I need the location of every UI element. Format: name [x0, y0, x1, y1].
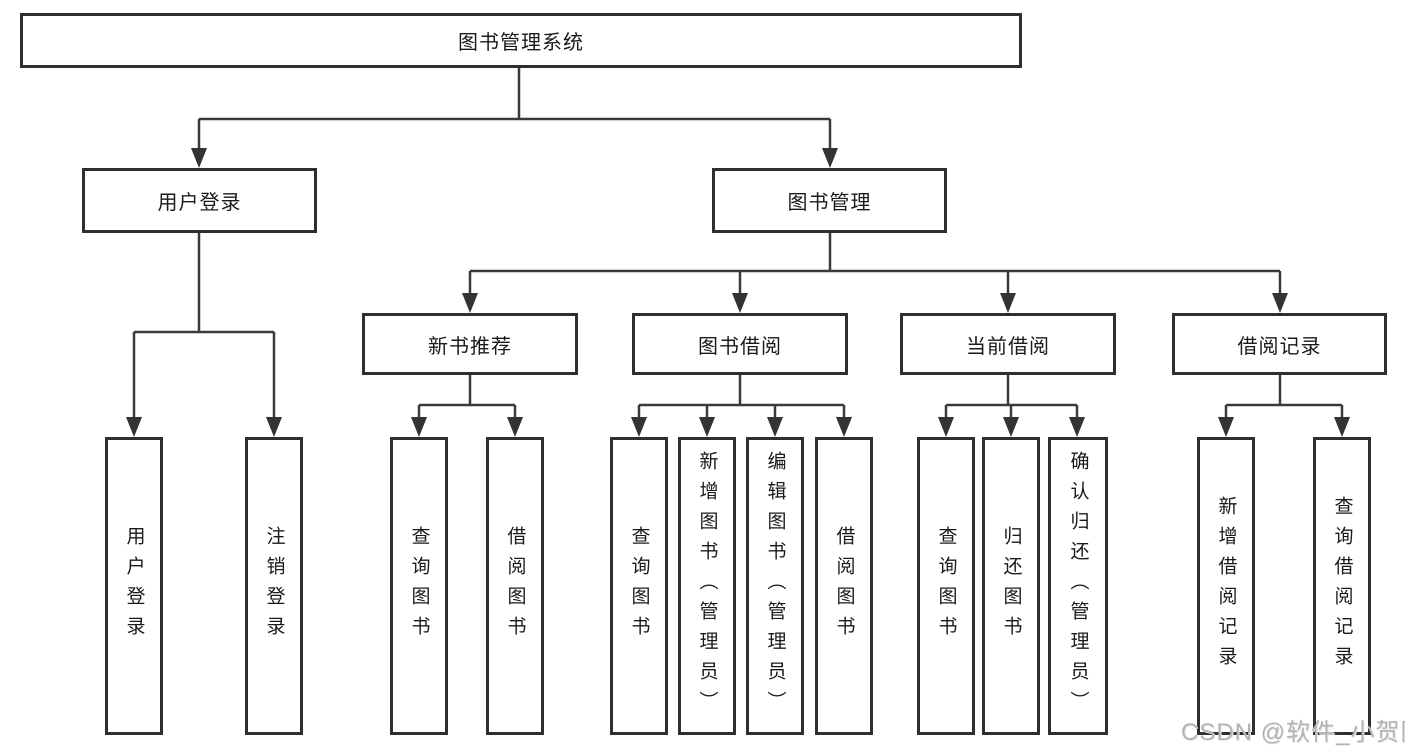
node-label: 图书借阅 [698, 335, 782, 358]
leaf-newbook-query-books: 查询图书 [390, 437, 448, 735]
node-borrow-records: 借阅记录 [1172, 313, 1387, 375]
node-label: 图书管理 [787, 192, 872, 214]
leaf-current-confirm-return-admin: 确认归还（管理员） [1048, 437, 1108, 735]
node-label: 查询图书 [628, 526, 650, 646]
connector-book-mgmt-to-level3 [468, 233, 1282, 297]
connector-new-book-to-leaves [417, 375, 517, 421]
connector-current-borrow-to-leaves [944, 375, 1079, 421]
leaf-current-return-books: 归还图书 [982, 437, 1040, 735]
node-label: 新书推荐 [428, 335, 512, 358]
connector-borrow-records-to-leaves [1224, 375, 1344, 421]
node-label: 借阅图书 [504, 526, 526, 646]
leaf-records-query-record: 查询借阅记录 [1313, 437, 1371, 735]
node-root-system: 图书管理系统 [20, 13, 1022, 68]
node-label: 图书管理系统 [458, 32, 584, 54]
node-label: 归还图书 [1000, 526, 1022, 646]
connector-book-borrow-to-leaves [637, 375, 846, 421]
connector-root-to-level2 [197, 68, 832, 152]
node-book-borrow: 图书借阅 [632, 313, 848, 375]
leaf-borrow-edit-books-admin: 编辑图书（管理员） [746, 437, 804, 735]
node-book-management: 图书管理 [712, 168, 947, 233]
node-new-book-recommend: 新书推荐 [362, 313, 578, 375]
leaf-logout: 注销登录 [245, 437, 303, 735]
node-label: 当前借阅 [966, 335, 1050, 358]
connector-user-login-to-leaves [132, 233, 276, 421]
node-label: 新增借阅记录 [1215, 496, 1237, 676]
node-label: 查询图书 [408, 526, 430, 646]
node-current-borrow: 当前借阅 [900, 313, 1116, 375]
leaf-newbook-borrow-books: 借阅图书 [486, 437, 544, 735]
node-label: 查询借阅记录 [1331, 496, 1353, 676]
leaf-current-query-books: 查询图书 [917, 437, 975, 735]
node-label: 借阅图书 [833, 526, 855, 646]
node-user-login: 用户登录 [82, 168, 317, 233]
node-label: 用户登录 [123, 526, 145, 646]
node-label: 编辑图书（管理员） [764, 451, 786, 721]
leaf-user-login: 用户登录 [105, 437, 163, 735]
csdn-watermark: CSDN @软件_小贺同学 [1181, 719, 1405, 746]
leaf-borrow-add-books-admin: 新增图书（管理员） [678, 437, 736, 735]
leaf-records-add-record: 新增借阅记录 [1197, 437, 1255, 735]
leaf-borrow-query-books: 查询图书 [610, 437, 668, 735]
node-label: 新增图书（管理员） [696, 451, 718, 721]
node-label: 确认归还（管理员） [1067, 451, 1089, 721]
leaf-borrow-borrow-books: 借阅图书 [815, 437, 873, 735]
node-label: 借阅记录 [1237, 335, 1322, 358]
node-label: 注销登录 [263, 526, 285, 646]
node-label: 查询图书 [935, 526, 957, 646]
node-label: 用户登录 [157, 192, 242, 214]
